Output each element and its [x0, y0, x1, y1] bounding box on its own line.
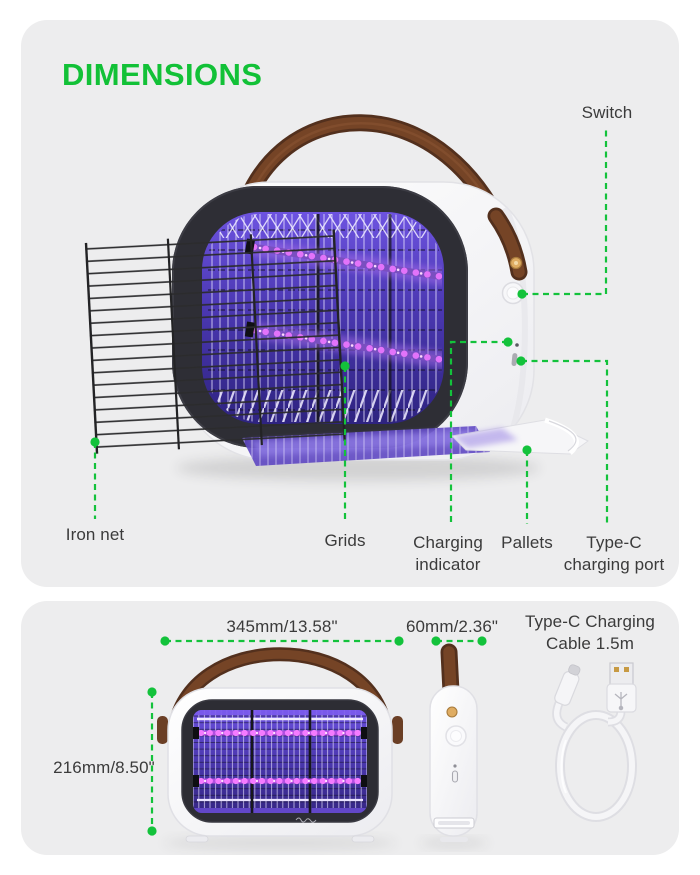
label-grids: Grids	[324, 531, 366, 550]
label-switch: Switch	[581, 103, 633, 122]
label-iron-net: Iron net	[65, 525, 125, 544]
label-type-c-port: Type-C charging port	[563, 533, 665, 574]
label-pallets: Pallets	[501, 533, 553, 552]
label-depth-60mm: 60mm/2.36"	[405, 617, 499, 636]
label-height-216mm: 216mm/8.50"	[53, 758, 155, 777]
label-width-345mm: 345mm/13.58"	[226, 617, 338, 636]
label-type-c-cable: Type-C Charging Cable 1.5m	[524, 612, 655, 653]
page-title: DIMENSIONS	[62, 57, 263, 92]
label-charging-indicator: Charging indicator	[413, 533, 483, 574]
